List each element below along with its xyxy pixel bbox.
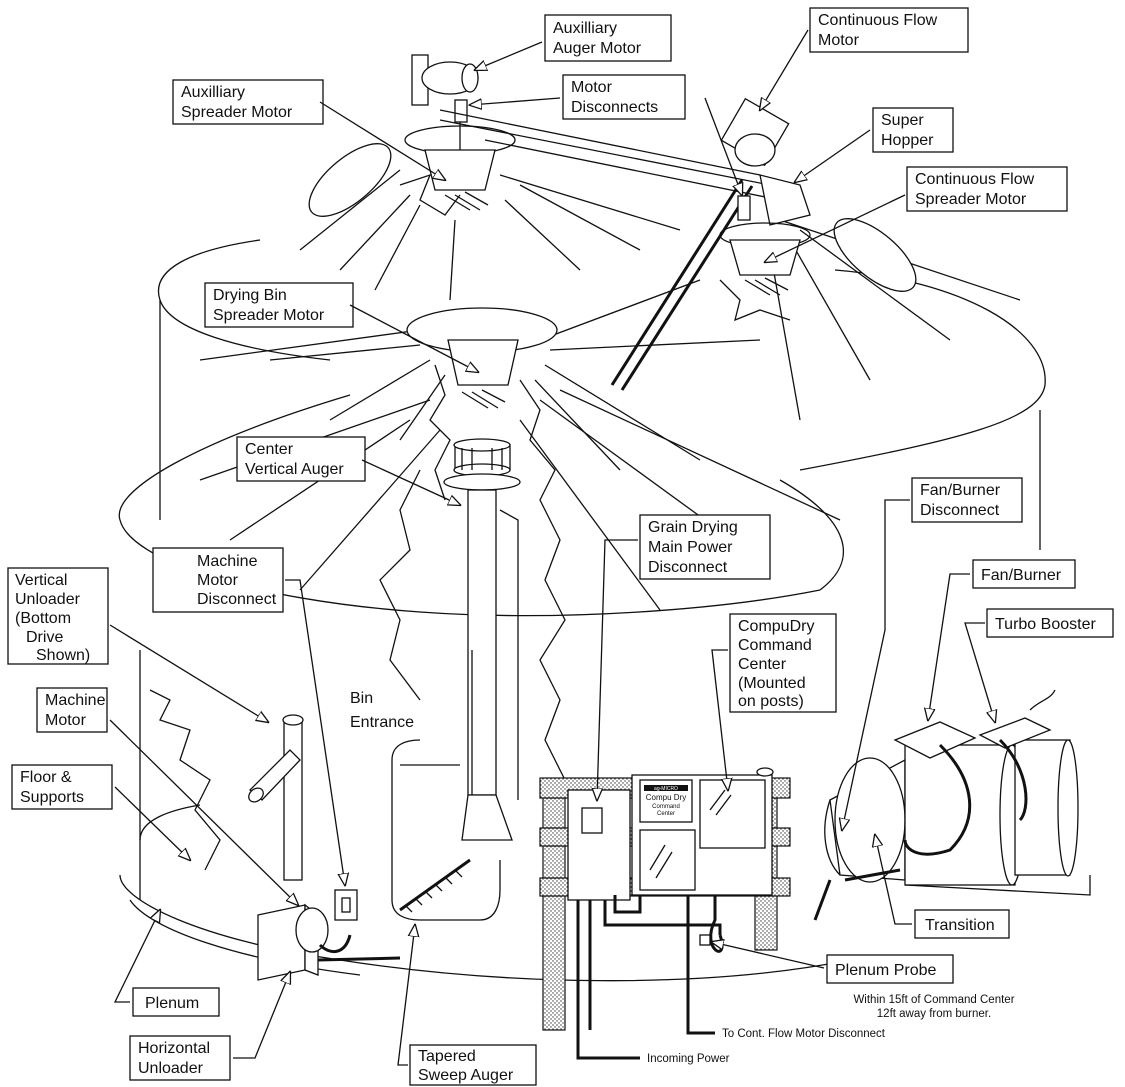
- label-turbo-booster: [986, 608, 1114, 638]
- label-aux-spreader-motor: [172, 79, 324, 125]
- label-cf-spreader-motor: [906, 166, 1068, 212]
- label-gdm-l1: Grain Drying: [648, 519, 738, 536]
- label-machine-motor-disconnect: [152, 547, 284, 613]
- bin-roofs: [118, 139, 1046, 900]
- label-floor-supports: [11, 764, 113, 810]
- label-cf-spreader-l2: Spreader Motor: [915, 191, 1027, 208]
- label-cva-l1: Center: [245, 441, 294, 458]
- roof-vents: [308, 143, 917, 292]
- label-fb-l1: Fan/Burner: [981, 567, 1062, 584]
- note-incoming-power: Incoming Power: [647, 1053, 730, 1065]
- label-cd-l4: (Mounted: [738, 675, 806, 692]
- aux-spreader-assembly: [399, 54, 771, 216]
- label-mm-l1: Machine: [45, 692, 106, 709]
- label-vu-l2: Unloader: [15, 591, 81, 608]
- label-mmd-l3: Disconnect: [197, 591, 277, 608]
- label-mmd-l2: Motor: [197, 572, 239, 589]
- label-gdm-l3: Disconnect: [648, 559, 728, 576]
- label-fbd-l1: Fan/Burner: [920, 482, 1001, 499]
- label-vertical-unloader: [7, 567, 109, 665]
- label-tapered-sweep-auger: [409, 1044, 537, 1086]
- compudry-command-center: ag-MICRO Compu Dry Command Center: [539, 767, 791, 1060]
- label-tb-l1: Turbo Booster: [995, 616, 1096, 633]
- label-cva-l2: Vertical Auger: [245, 461, 344, 478]
- drying-bin-spreader-assembly: [379, 307, 571, 871]
- label-transition: [914, 909, 1010, 939]
- label-drying-bin-l1: Drying Bin: [213, 287, 287, 304]
- label-cd-l1: CompuDry: [738, 618, 814, 635]
- label-mm-l2: Motor: [45, 712, 87, 729]
- label-aux-spreader-l2: Spreader Motor: [181, 104, 293, 121]
- label-pp-l1: Plenum Probe: [835, 962, 936, 979]
- label-fbd-l2: Disconnect: [920, 502, 1000, 519]
- label-super-hopper: [872, 107, 954, 153]
- label-vu-l3: (Bottom: [15, 610, 71, 627]
- label-aux-spreader-l1: Auxilliary: [181, 84, 245, 101]
- label-transition-l1: Transition: [925, 917, 995, 934]
- bin-entrance-door: [391, 739, 501, 921]
- note-to-cont-flow: To Cont. Flow Motor Disconnect: [722, 1028, 886, 1040]
- label-motor-disc-l2: Disconnects: [571, 99, 658, 116]
- label-plenum-l1: Plenum: [145, 995, 199, 1012]
- tapered-sweep-auger: [399, 858, 471, 913]
- label-super-hopper-l2: Hopper: [881, 132, 934, 149]
- label-vu-l5: Shown): [36, 647, 90, 664]
- probe-note-l2: 12ft away from burner.: [877, 1008, 991, 1020]
- label-cf-motor-l1: Continuous Flow: [818, 12, 938, 29]
- label-vu-l4: Drive: [26, 629, 63, 646]
- probe-note-l1: Within 15ft of Command Center: [853, 994, 1014, 1006]
- label-super-hopper-l1: Super: [881, 112, 924, 129]
- label-hu-l1: Horizontal: [138, 1040, 210, 1057]
- label-horizontal-unloader: [129, 1035, 231, 1081]
- label-aux-auger-motor: [544, 14, 672, 62]
- label-cd-l5: on posts): [738, 693, 804, 710]
- label-drying-bin-l2: Spreader Motor: [213, 307, 325, 324]
- panel-title-2: Command: [652, 804, 680, 810]
- label-mmd-l1: Machine: [197, 553, 258, 570]
- label-continuous-flow-motor: [809, 7, 969, 53]
- label-machine-motor: [36, 687, 108, 733]
- vertical-unloader: [248, 714, 304, 881]
- label-bin-entrance-l1: Bin: [350, 690, 373, 707]
- panel-title-1: Compu Dry: [646, 793, 686, 802]
- label-cf-motor-l2: Motor: [818, 32, 860, 49]
- label-fan-burner-disconnect: [911, 477, 1023, 523]
- label-motor-disc-l1: Motor: [571, 79, 613, 96]
- label-hu-l2: Unloader: [138, 1060, 204, 1077]
- label-tsa-l2: Sweep Auger: [418, 1067, 514, 1084]
- label-aux-auger-motor-l2: Auger Motor: [553, 40, 642, 57]
- center-vertical-auger: [443, 438, 521, 841]
- panel-brand: ag-MICRO: [654, 786, 678, 792]
- fan-burner-assembly: [813, 689, 1091, 921]
- label-bin-entrance-l2: Entrance: [350, 714, 414, 731]
- label-fs-l2: Supports: [20, 789, 84, 806]
- label-tsa-l1: Tapered: [418, 1048, 476, 1065]
- label-compudry: [729, 613, 837, 713]
- machine-motor-assembly: [257, 889, 401, 981]
- label-motor-disconnects: [562, 74, 686, 120]
- label-gdm-l2: Main Power: [648, 539, 733, 556]
- label-fan-burner: [972, 559, 1076, 589]
- label-cf-spreader-l1: Continuous Flow: [915, 171, 1035, 188]
- label-plenum-probe: [826, 954, 954, 984]
- label-cd-l2: Command: [738, 637, 812, 654]
- label-fs-l1: Floor &: [20, 769, 72, 786]
- label-center-vertical-auger: [236, 436, 366, 482]
- label-aux-auger-motor-l1: Auxilliary: [553, 20, 617, 37]
- label-grain-drying-main: [639, 514, 771, 580]
- continuous-flow-assembly: [610, 97, 811, 391]
- label-plenum: [132, 987, 220, 1017]
- label-cd-l3: Center: [738, 656, 787, 673]
- label-drying-bin-spreader-motor: [204, 282, 354, 328]
- panel-title-3: Center: [657, 811, 675, 817]
- label-vu-l1: Vertical: [15, 572, 67, 589]
